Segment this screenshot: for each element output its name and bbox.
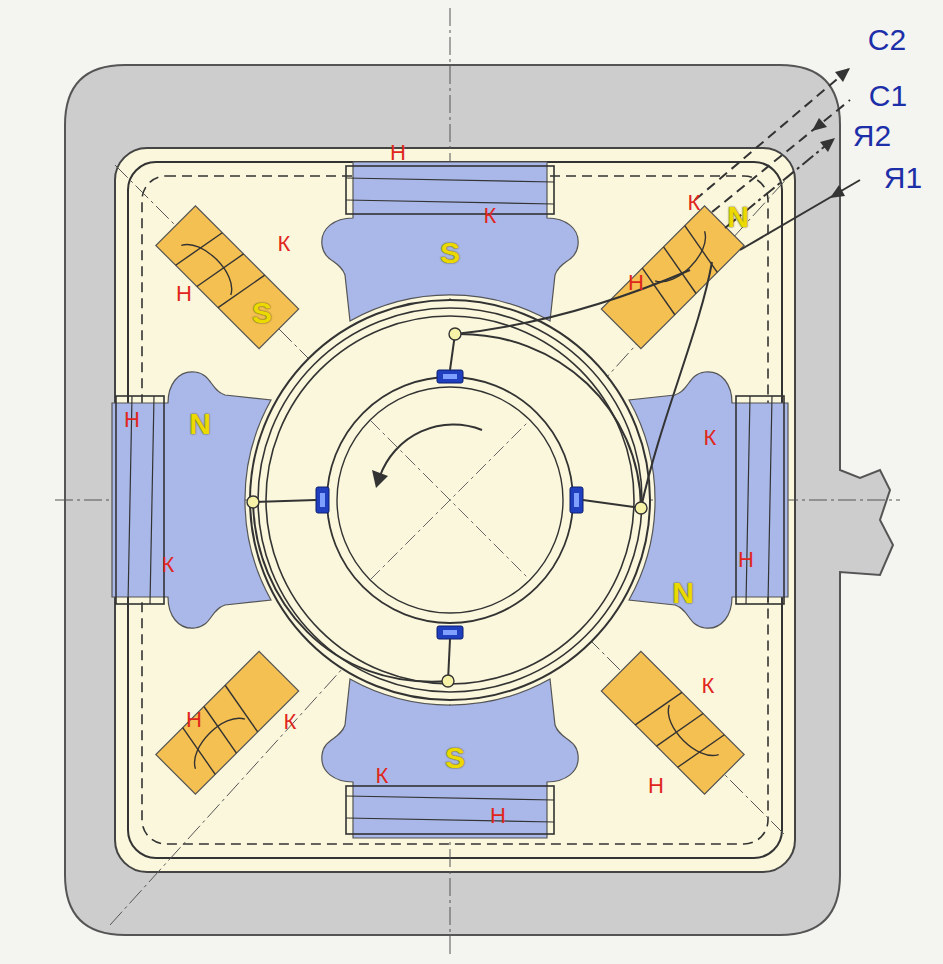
- winding-end: Н: [390, 142, 406, 164]
- polarity-letter: S: [445, 741, 466, 774]
- winding-end: К: [688, 192, 701, 214]
- winding-end: К: [484, 205, 497, 227]
- interpole-polarity: N: [721, 198, 755, 235]
- terminal-name: С1: [869, 81, 907, 111]
- winding-end: К: [702, 675, 715, 697]
- winding-end: Н: [648, 775, 664, 797]
- polarity-letter: N: [727, 200, 749, 233]
- main-pole-polarity: N: [183, 405, 217, 442]
- winding-end: Н: [490, 805, 506, 827]
- polarity-letter: N: [672, 576, 694, 609]
- main-pole-polarity: N: [666, 574, 700, 611]
- winding-end: Н: [738, 549, 754, 571]
- winding-end: Н: [186, 709, 202, 731]
- winding-end: Н: [176, 283, 192, 305]
- winding-end: Н: [124, 409, 140, 431]
- interpole-polarity: S: [246, 294, 279, 331]
- winding-end: К: [704, 427, 717, 449]
- polarity-letter: S: [440, 236, 461, 269]
- terminal-name: С2: [868, 25, 906, 55]
- winding-end: К: [284, 711, 297, 733]
- winding-end: К: [278, 233, 291, 255]
- main-pole-polarity: S: [434, 234, 467, 271]
- polarity-letter: S: [252, 296, 273, 329]
- terminal-name: Я2: [853, 121, 891, 151]
- winding-end: К: [376, 765, 389, 787]
- winding-end: К: [162, 554, 175, 576]
- polarity-letter: N: [189, 407, 211, 440]
- main-pole-polarity: S: [439, 739, 472, 776]
- terminal-name: Я1: [884, 163, 922, 193]
- winding-end: Н: [628, 272, 644, 294]
